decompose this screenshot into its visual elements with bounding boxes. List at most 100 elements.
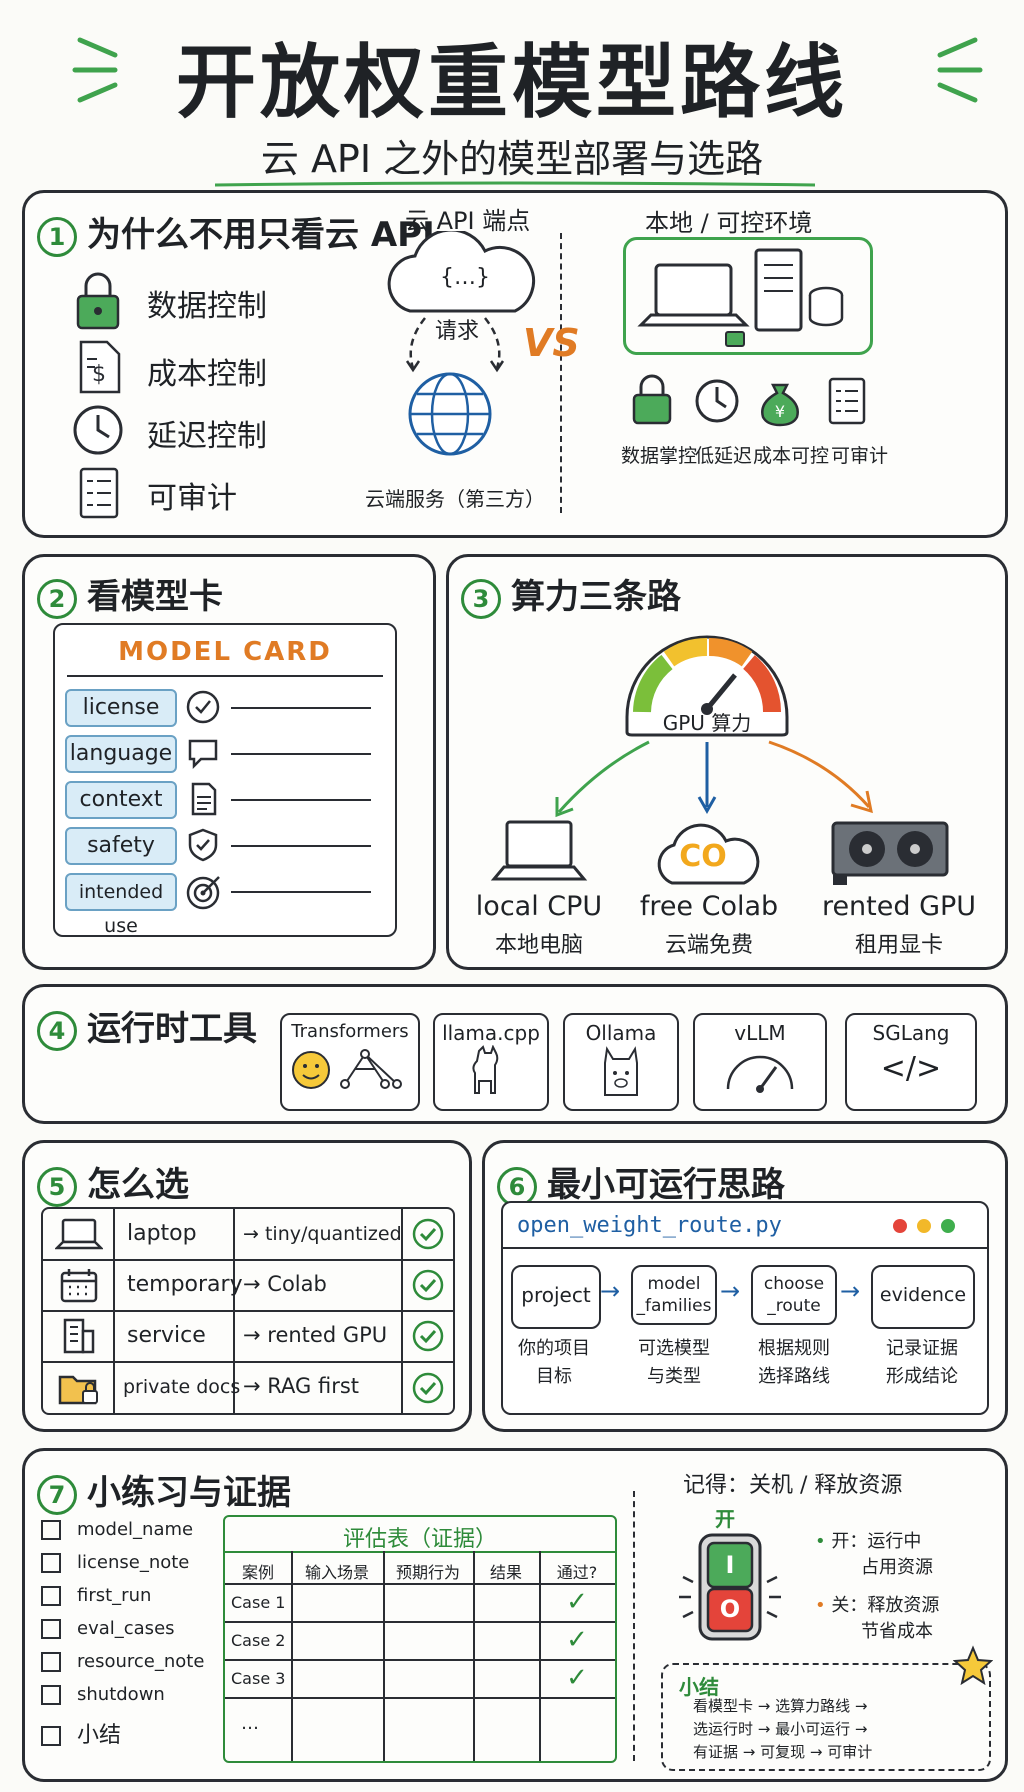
checkbox[interactable] xyxy=(41,1619,61,1639)
step-number: 3 xyxy=(461,578,501,619)
step-choose-route: choose _route xyxy=(751,1265,837,1325)
building-icon xyxy=(61,1317,97,1359)
panel-title: 怎么选 xyxy=(87,1165,189,1205)
on-description: • 开：运行中 占用资源 xyxy=(815,1529,933,1581)
choice-service: → rented GPU xyxy=(243,1323,388,1347)
item-auditable: 可审计 xyxy=(147,481,237,516)
clock-icon xyxy=(693,377,741,425)
checklist-item[interactable]: first_run xyxy=(41,1585,204,1618)
field-safety: safety xyxy=(65,827,177,865)
step-number: 2 xyxy=(37,578,77,619)
shield-icon xyxy=(185,827,221,867)
summary-line: 看模型卡 → 选算力路线 → xyxy=(693,1697,868,1715)
summary-line: 选运行时 → 最小可运行 → xyxy=(693,1720,868,1738)
item-cost-control: 成本控制 xyxy=(147,357,267,392)
summary-line: 有证据 → 可复现 → 可审计 xyxy=(693,1743,873,1761)
cloud-code: {…} xyxy=(440,265,490,290)
switch-off-glyph: O xyxy=(719,1595,741,1623)
checklist-label: shutdown xyxy=(77,1684,165,1705)
choice-label: rented GPU xyxy=(267,1323,388,1347)
window-close-dot[interactable] xyxy=(893,1219,907,1233)
field-line xyxy=(231,891,371,893)
panel-title: 运行时工具 xyxy=(87,1009,257,1049)
route-arrows xyxy=(529,737,929,827)
switch-on-label: 开 xyxy=(715,1507,735,1531)
window-minimize-dot[interactable] xyxy=(917,1219,931,1233)
checkbox[interactable] xyxy=(41,1652,61,1672)
route-free-colab: free Colab xyxy=(639,891,779,922)
header-pass: 通过? xyxy=(556,1563,598,1582)
checkbox[interactable] xyxy=(41,1520,61,1540)
panel-title: 看模型卡 xyxy=(87,577,223,617)
tool-ollama: Ollama xyxy=(563,1013,679,1111)
checklist-item[interactable]: 小结 xyxy=(41,1717,204,1750)
route-rented-gpu-zh: 租用显卡 xyxy=(854,933,943,958)
checkbox[interactable] xyxy=(41,1685,61,1705)
power-switch[interactable] xyxy=(675,1527,785,1647)
checklist-item[interactable]: model_name xyxy=(41,1519,204,1552)
window-maximize-dot[interactable] xyxy=(941,1219,955,1233)
speedometer-icon xyxy=(726,1055,794,1093)
step-number: 7 xyxy=(37,1474,77,1515)
benefit-cost: 成本可控 xyxy=(753,445,830,467)
field-license: license xyxy=(65,689,177,727)
checkbox[interactable] xyxy=(41,1726,61,1746)
tool-label: vLLM xyxy=(734,1021,786,1045)
step-number: 5 xyxy=(37,1166,77,1207)
step-desc-line: 记录证据 xyxy=(886,1338,958,1359)
checklist-item[interactable]: license_note xyxy=(41,1552,204,1585)
vs-label: VS xyxy=(523,321,580,365)
summary-lines: 看模型卡 → 选算力路线 → 选运行时 → 最小可运行 → 有证据 → 可复现 … xyxy=(693,1695,872,1764)
eval-table: 评估表（证据） 案例 输入场景 预期行为 结果 通过? Case 1 Case … xyxy=(223,1515,617,1763)
step-number: 4 xyxy=(37,1010,77,1051)
choice-temporary: → Colab xyxy=(243,1272,327,1296)
choice-private-docs: → RAG first xyxy=(243,1374,360,1398)
remember-label: 记得：关机 / 释放资源 xyxy=(683,1473,903,1498)
step-desc-line: 你的项目 xyxy=(518,1338,590,1359)
colab-logo: CO xyxy=(679,839,727,874)
pass-check-icon: ✓ xyxy=(566,1587,588,1617)
switch-on-glyph: I xyxy=(725,1551,735,1579)
star-icon xyxy=(952,1645,994,1686)
request-arrows xyxy=(385,313,525,373)
check-circle-icon xyxy=(411,1268,445,1306)
checklist-label: eval_cases xyxy=(77,1618,175,1639)
checkbox[interactable] xyxy=(41,1586,61,1606)
step-desc-line: 与类型 xyxy=(647,1366,701,1387)
choice-label: Colab xyxy=(267,1272,327,1296)
checklist-item[interactable]: eval_cases xyxy=(41,1618,204,1651)
panel-title: 最小可运行思路 xyxy=(547,1165,785,1205)
card-divider xyxy=(67,675,383,677)
step-desc: 可选模型与类型 xyxy=(623,1335,725,1391)
route-local-cpu: local CPU xyxy=(475,891,603,922)
field-language: language xyxy=(65,735,177,773)
pass-check-icon: ✓ xyxy=(566,1625,588,1655)
field-intended-use: intended use xyxy=(65,873,177,937)
cloud-service-label: 云端服务（第三方） xyxy=(365,487,545,511)
transformers-icon xyxy=(292,1049,402,1089)
field-line xyxy=(231,707,371,709)
clipboard-icon xyxy=(825,373,869,427)
tool-sglang: SGLang </> xyxy=(845,1013,977,1111)
checkbox[interactable] xyxy=(41,1553,61,1573)
checklist-label: license_note xyxy=(77,1552,190,1573)
item-data-control: 数据控制 xyxy=(147,289,267,324)
cloud-api-title: 云 API 端点 xyxy=(405,207,531,235)
gauge-label: GPU 算力 xyxy=(662,711,752,735)
target-icon xyxy=(185,871,225,915)
calendar-icon xyxy=(59,1267,99,1307)
choice-label: tiny/quantized xyxy=(264,1223,402,1245)
off-text-detail: 节省成本 xyxy=(861,1621,933,1642)
checklist-item[interactable]: shutdown xyxy=(41,1684,204,1717)
svg-text:¥: ¥ xyxy=(775,402,785,421)
step-desc-line: 形成结论 xyxy=(886,1366,958,1387)
choice-label: RAG first xyxy=(267,1374,360,1398)
case-service: service xyxy=(127,1323,206,1348)
benefit-latency: 低延迟 xyxy=(695,445,753,467)
step-desc-line: 可选模型 xyxy=(638,1338,710,1359)
panel-title: 为什么不用只看云 API xyxy=(87,215,435,255)
checklist-item[interactable]: resource_note xyxy=(41,1651,204,1684)
